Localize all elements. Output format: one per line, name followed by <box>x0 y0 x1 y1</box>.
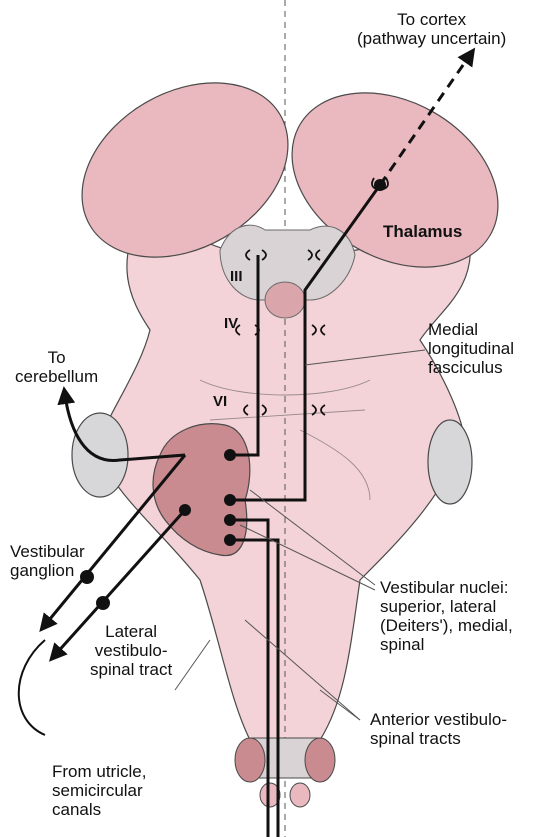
to-cortex-line-2: (pathway uncertain) <box>357 29 506 48</box>
anterior-tracts-label: Anterior vestibulo- spinal tracts <box>370 710 507 748</box>
vestibular-ganglion-line-1: Vestibular <box>10 542 85 561</box>
neuron-dot <box>224 494 236 506</box>
anterior-tracts-line-1: Anterior vestibulo- <box>370 710 507 729</box>
left-lateral-pad <box>72 413 128 497</box>
neuron-dot <box>224 514 236 526</box>
ganglion-dot-2 <box>96 596 110 610</box>
nucleus-VI-label: VI <box>213 393 227 410</box>
vestibular-nuclei-line-1: Vestibular nuclei: <box>380 578 513 597</box>
aqueduct-blob <box>265 282 305 318</box>
vestibular-nuclei-label: Vestibular nuclei: superior, lateral (De… <box>380 578 513 654</box>
vestibular-ganglion-label: Vestibular ganglion <box>10 542 85 580</box>
right-lateral-pad <box>428 420 472 504</box>
nucleus-III-label: III <box>230 268 243 285</box>
neuron-dot <box>179 504 191 516</box>
spinal-right-lobe <box>305 738 335 782</box>
thalamus-label: Thalamus <box>383 222 462 241</box>
lateral-tract-line-3: spinal tract <box>90 660 172 679</box>
mlf-line-1: Medial <box>428 320 514 339</box>
anterior-tracts-line-2: spinal tracts <box>370 729 507 748</box>
vestibular-nuclei-line-3: (Deiters'), medial, <box>380 616 513 635</box>
vestibular-ganglion-line-2: ganglion <box>10 561 85 580</box>
from-utricle-label: From utricle, semicircular canals <box>52 762 146 819</box>
neuron-dot <box>374 179 386 191</box>
neuron-dot <box>224 449 236 461</box>
from-utricle-line-3: canals <box>52 800 146 819</box>
lateral-tract-line-1: Lateral <box>90 622 172 641</box>
nucleus-IV-label: IV <box>224 315 238 332</box>
utricle-curve <box>19 640 45 735</box>
mlf-label: Medial longitudinal fasciculus <box>428 320 514 377</box>
spinal-left-lobe <box>235 738 265 782</box>
to-cerebellum-label: To cerebellum <box>15 348 98 386</box>
vestibular-nuclei-line-4: spinal <box>380 635 513 654</box>
to-cerebellum-line-2: cerebellum <box>15 367 98 386</box>
lateral-tract-line-2: vestibulo- <box>90 641 172 660</box>
to-cortex-label: To cortex (pathway uncertain) <box>357 10 506 48</box>
from-utricle-line-1: From utricle, <box>52 762 146 781</box>
neuron-dot <box>224 534 236 546</box>
mlf-line-2: longitudinal <box>428 339 514 358</box>
lateral-tract-label: Lateral vestibulo- spinal tract <box>90 622 172 679</box>
to-cortex-line-1: To cortex <box>357 10 506 29</box>
from-utricle-line-2: semicircular <box>52 781 146 800</box>
vestibular-nuclei-line-2: superior, lateral <box>380 597 513 616</box>
mlf-line-3: fasciculus <box>428 358 514 377</box>
spinal-root-2 <box>290 783 310 807</box>
to-cerebellum-line-1: To <box>15 348 98 367</box>
